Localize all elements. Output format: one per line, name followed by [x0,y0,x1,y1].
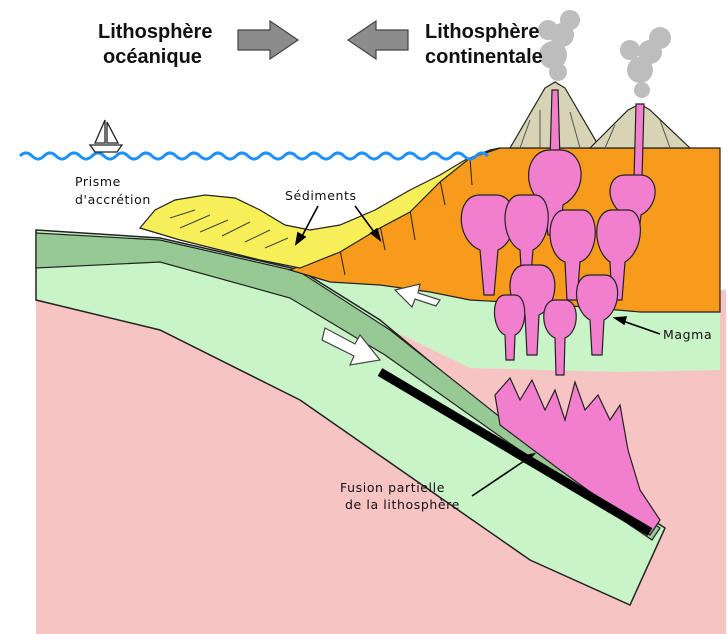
sea-surface [20,153,488,159]
title-continental-line2: continentale [425,46,543,68]
label-prism-line2: d'accrétion [75,192,151,207]
label-prism-line1: Prisme [75,174,121,189]
title-oceanic-line2: océanique [103,46,202,68]
arrow-right-icon [238,21,298,59]
arrow-left-icon [348,21,408,59]
title-oceanic-line1: Lithosphère [98,21,212,43]
label-sediments: Sédiments [285,188,357,203]
sailboat-icon [90,120,122,152]
title-continental-line1: Lithosphère [425,21,539,43]
label-fusion-line1: Fusion partielle [340,480,445,495]
smoke-plume-left [538,10,580,81]
smoke-plume-right [620,27,671,98]
label-magma: Magma [663,327,712,342]
label-fusion-line2: de la lithosphère [345,497,460,512]
